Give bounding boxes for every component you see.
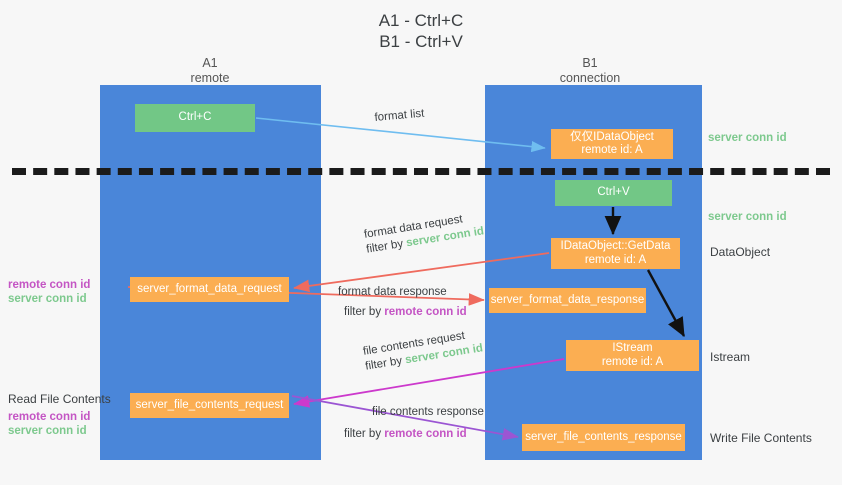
node-ctrl-c[interactable]: Ctrl+C xyxy=(135,104,255,132)
node-server-format-data-response-label: server_format_data_response xyxy=(490,293,645,306)
annotation-server-conn-id-2: server conn id xyxy=(8,425,87,437)
node-idataobject-remote-id: remote id: A xyxy=(581,144,643,156)
phase-divider xyxy=(12,168,830,175)
page-title: A1 - Ctrl+C B1 - Ctrl+V xyxy=(0,10,842,52)
node-istream[interactable]: IStream remote id: A xyxy=(566,340,699,371)
edge-label-file-contents-request: file contents request filter by server c… xyxy=(362,326,484,374)
annotation-server-conn-id-mid: server conn id xyxy=(708,211,787,223)
edge-key-remote-conn-id-1: remote conn id xyxy=(384,306,467,318)
annotation-read-file-contents: Read File Contents xyxy=(8,392,111,406)
edge-label-file-contents-response-text: file contents response xyxy=(372,406,484,418)
annotation-conn-ids-bottom: remote conn id server conn id xyxy=(8,410,100,438)
annotation-remote-conn-id-2: remote conn id xyxy=(8,411,91,423)
node-ctrl-v-label: Ctrl+V xyxy=(597,186,630,199)
edge-label-format-data-response-text: format data response xyxy=(338,286,447,298)
annotation-dataobject: DataObject xyxy=(710,245,771,259)
annotation-remote-conn-id-1: remote conn id xyxy=(8,279,91,291)
edge-key-remote-conn-id-2: remote conn id xyxy=(384,428,467,440)
annotation-conn-ids-top: remote conn id server conn id xyxy=(8,278,100,306)
node-server-file-contents-request[interactable]: server_file_contents_request xyxy=(130,393,289,418)
annotation-write-file-contents: Write File Contents xyxy=(710,431,812,445)
node-ctrl-c-label: Ctrl+C xyxy=(178,111,212,124)
title-line-2: B1 - Ctrl+V xyxy=(379,32,463,51)
lane-a1-subtitle: remote xyxy=(190,71,230,85)
node-server-format-data-request[interactable]: server_format_data_request xyxy=(130,277,289,302)
node-idataobject-getdata[interactable]: IDataObject::GetData remote id: A xyxy=(551,238,680,269)
node-ctrl-v[interactable]: Ctrl+V xyxy=(555,180,672,206)
lane-header-a1: A1 remote xyxy=(120,56,300,86)
annotation-server-conn-id-1: server conn id xyxy=(8,293,87,305)
edge-label-format-data-request: format data request filter by server con… xyxy=(363,209,485,257)
annotation-istream: Istream xyxy=(710,350,751,364)
edge-label-filter-by-4: filter by xyxy=(344,428,382,440)
node-istream-remote-id: remote id: A xyxy=(601,355,664,368)
node-idataobject-label: 仅仅IDataObject xyxy=(570,130,654,143)
title-line-1: A1 - Ctrl+C xyxy=(378,11,464,30)
node-server-format-data-response[interactable]: server_format_data_response xyxy=(489,288,646,313)
node-server-file-contents-response-label: server_file_contents_response xyxy=(525,430,682,443)
lane-a1-title: A1 xyxy=(202,56,218,70)
node-server-file-contents-response[interactable]: server_file_contents_response xyxy=(522,424,685,451)
edge-label-format-list: format list xyxy=(374,107,425,126)
node-server-file-contents-request-label: server_file_contents_request xyxy=(135,398,284,411)
lane-b1-title: B1 xyxy=(582,56,598,70)
node-idataobject[interactable]: 仅仅IDataObject remote id: A xyxy=(551,129,673,159)
node-istream-label: IStream xyxy=(612,342,653,354)
edge-label-file-contents-response: file contents response filter by remote … xyxy=(344,405,484,442)
edge-label-filter-by-2: filter by xyxy=(344,306,382,318)
edge-label-format-list-text: format list xyxy=(374,107,425,124)
edge-label-format-data-response: format data response filter by remote co… xyxy=(338,285,467,320)
node-server-format-data-request-label: server_format_data_request xyxy=(137,282,282,295)
lane-header-b1: B1 connection xyxy=(500,56,680,86)
annotation-server-conn-id-top: server conn id xyxy=(708,132,787,144)
lane-b1-subtitle: connection xyxy=(559,71,621,85)
node-idataobject-getdata-remote-id: remote id: A xyxy=(584,253,647,266)
node-idataobject-getdata-label: IDataObject::GetData xyxy=(560,240,671,252)
